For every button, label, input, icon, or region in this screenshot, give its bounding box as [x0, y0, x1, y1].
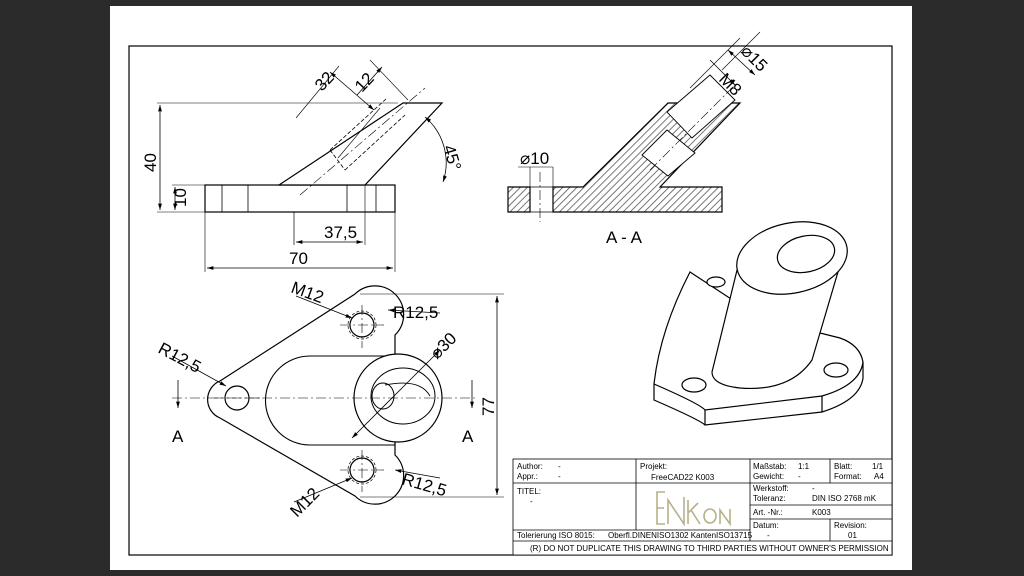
- dim-r12-5-top: R12,5: [393, 303, 438, 322]
- werkstoff-value: -: [812, 484, 815, 493]
- datum-value: -: [767, 531, 770, 540]
- author-value: -: [558, 462, 561, 471]
- gewicht-label: Gewicht:: [753, 472, 784, 481]
- dim-40: 40: [141, 153, 160, 172]
- titel-value: -: [530, 497, 533, 506]
- oberfl-note: Oberfl.DINENISO1302 KantenISO13715: [608, 531, 753, 540]
- format-value: A4: [874, 472, 884, 481]
- dim-77: 77: [479, 397, 498, 416]
- section-label: A - A: [606, 228, 643, 247]
- cut-label-left: A: [172, 427, 184, 446]
- dim-37-5: 37,5: [324, 223, 357, 242]
- title-block: [512, 458, 893, 556]
- section-view: [507, 31, 761, 222]
- drawing-frame: [128, 45, 893, 556]
- toleranz-value: DIN ISO 2768 mK: [812, 494, 877, 503]
- revision-value: 01: [848, 531, 857, 540]
- projekt-label: Projekt:: [640, 462, 667, 471]
- format-label: Format:: [834, 472, 862, 481]
- datum-label: Datum:: [753, 521, 779, 530]
- massstab-label: Maßstab:: [753, 462, 786, 471]
- blatt-label: Blatt:: [834, 462, 852, 471]
- appr-label: Appr.:: [517, 472, 538, 481]
- blatt-value: 1/1: [872, 462, 884, 471]
- artnr-value: K003: [812, 508, 831, 517]
- toleranz-label: Toleranz:: [753, 494, 785, 503]
- dim-10: 10: [171, 188, 190, 207]
- gewicht-value: -: [798, 472, 801, 481]
- dim-70: 70: [289, 249, 308, 268]
- appr-value: -: [558, 472, 561, 481]
- cut-label-right: A: [462, 427, 474, 446]
- top-view: [171, 285, 504, 505]
- titel-label: TITEL:: [517, 487, 541, 496]
- author-label: Author:: [517, 462, 543, 471]
- company-logo: [656, 491, 731, 527]
- artnr-label: Art. -Nr.:: [753, 508, 783, 517]
- tolerierung-note: Tolerierung ISO 8015:: [517, 531, 595, 540]
- dim-dia-10: ⌀10: [520, 149, 549, 168]
- copyright-notice: (R) DO NOT DUPLICATE THIS DRAWING TO THI…: [530, 544, 893, 553]
- massstab-value: 1:1: [798, 462, 810, 471]
- front-view: [157, 59, 447, 272]
- werkstoff-label: Werkstoff:: [753, 484, 789, 493]
- projekt-value: FreeCAD22 K003: [651, 473, 715, 482]
- isometric-view: [653, 221, 864, 426]
- revision-label: Revision:: [834, 521, 867, 530]
